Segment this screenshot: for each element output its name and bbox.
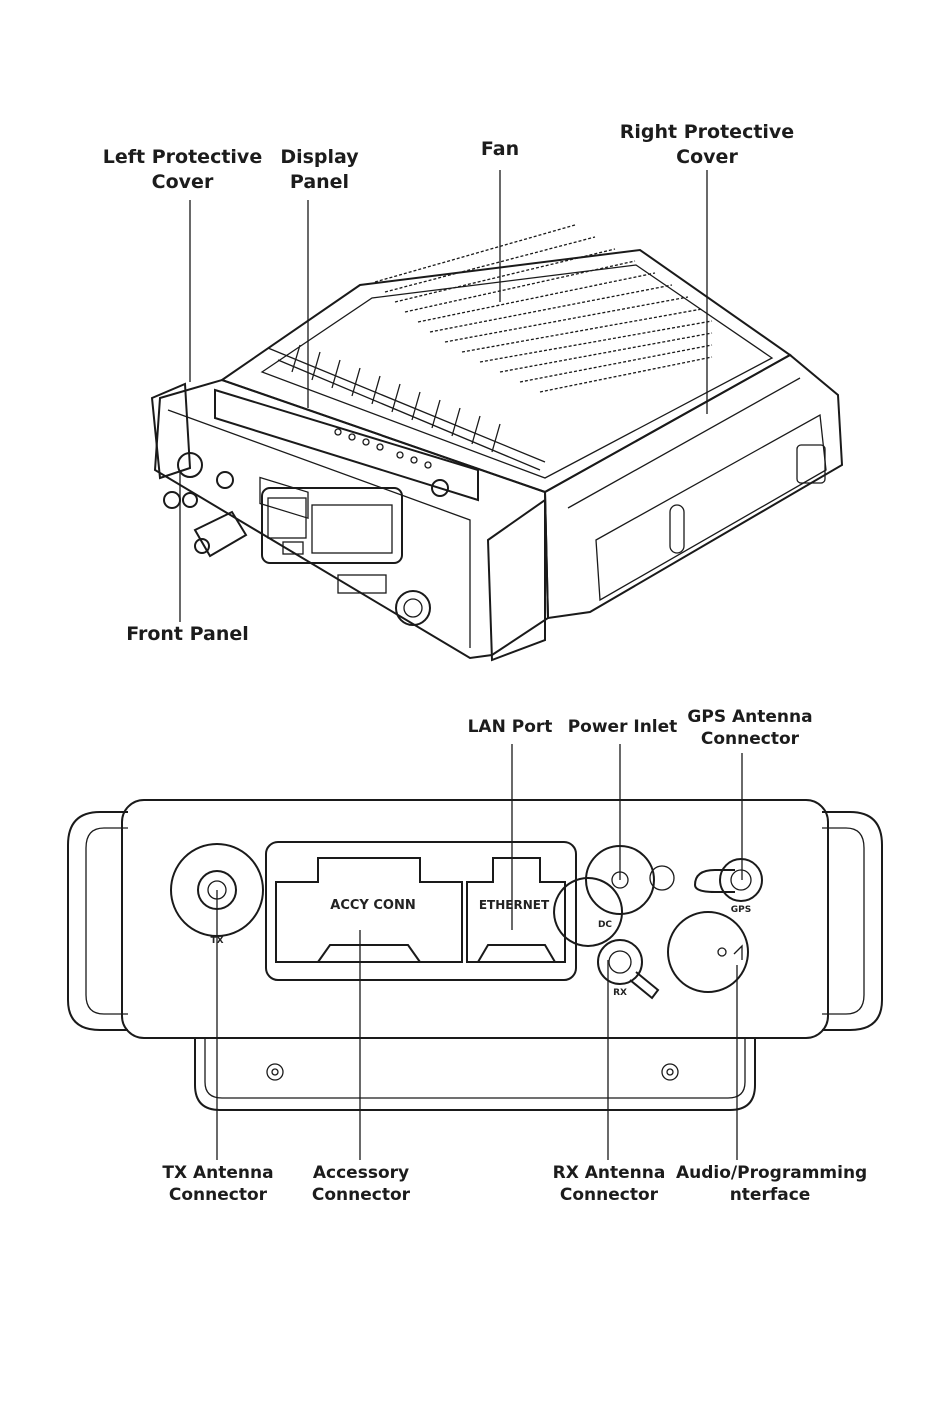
panel-text-ethernet: ETHERNET <box>468 898 560 912</box>
gps-antenna-connector <box>695 859 762 901</box>
audio-programming-interface <box>668 912 748 992</box>
lower-bracket <box>195 1038 755 1110</box>
label-tx-antenna-connector: TX Antenna Connector <box>158 1162 278 1206</box>
power-inlet-connector <box>554 846 674 946</box>
right-handle <box>822 812 882 1030</box>
panel-text-gps: GPS <box>728 905 754 915</box>
front-panel-body <box>122 800 828 1038</box>
left-handle <box>68 812 128 1030</box>
label-audio-programming-interface: Audio/Programming nterface <box>676 1162 864 1206</box>
panel-text-rx: RX <box>610 988 630 998</box>
label-power-inlet: Power Inlet <box>565 716 680 738</box>
label-accessory-connector: Accessory Connector <box>300 1162 422 1206</box>
label-rx-antenna-connector: RX Antenna Connector <box>548 1162 670 1206</box>
panel-text-dc: DC <box>595 920 615 930</box>
label-lan-port: LAN Port <box>455 716 565 738</box>
panel-text-accy-conn: ACCY CONN <box>318 898 428 913</box>
panel-text-tx: TX <box>207 936 227 946</box>
label-gps-antenna-connector: GPS Antenna Connector <box>685 706 815 750</box>
